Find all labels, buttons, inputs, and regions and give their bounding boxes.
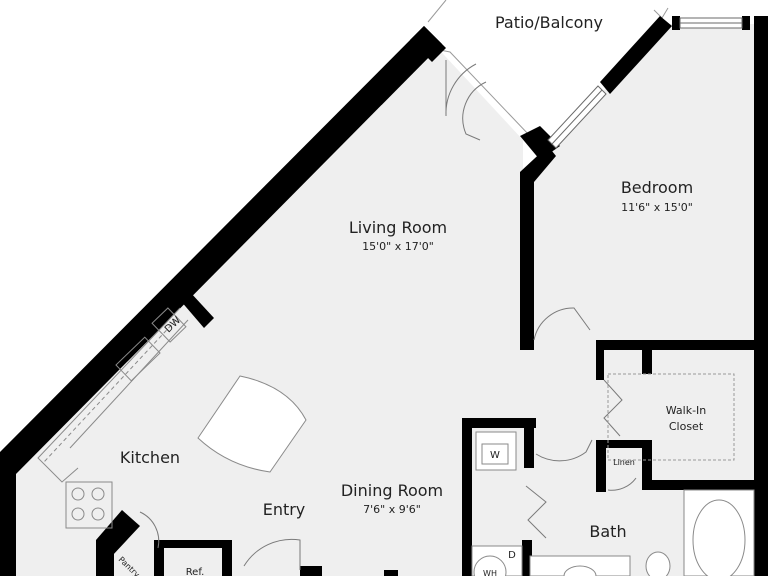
entry-label: Entry (263, 500, 306, 519)
door-pantry (139, 511, 160, 549)
wall-patio-top (410, 26, 446, 62)
fridge-label: Ref. (186, 567, 205, 576)
wall-closet-top (596, 340, 768, 350)
wall-bedroom-top-right (672, 16, 680, 30)
walls (0, 16, 768, 576)
living-room-label: Living Room (349, 218, 447, 237)
wall-pantry (96, 540, 114, 576)
wall-diagonal-west (0, 26, 442, 476)
door-bedroom (533, 307, 591, 341)
door-patio (445, 60, 477, 117)
door-closet (603, 379, 623, 437)
doors (139, 60, 637, 570)
wall-kitchen-partition (180, 292, 214, 328)
closet-label-2: Closet (669, 420, 704, 433)
wall-linen-west (596, 440, 606, 492)
dryer-label: D (508, 550, 516, 561)
dining-room-size: 7'6" x 9'6" (363, 503, 421, 516)
wall-west-lower (0, 462, 16, 576)
wall-bedroom-top (600, 16, 672, 94)
wall-ref-left (154, 540, 164, 576)
door-bath (535, 439, 593, 462)
wall-closet-bottom (644, 480, 768, 490)
wall-east (754, 16, 768, 576)
wall-laundry-west (462, 418, 472, 576)
wall-ref-right (222, 540, 232, 576)
wall-laundry-east-low (522, 540, 532, 576)
wall-laundry-east (524, 418, 534, 468)
door-laundry (525, 485, 547, 539)
wall-closet-mid (642, 340, 652, 374)
door-linen (607, 477, 637, 491)
bath-label: Bath (589, 522, 626, 541)
bedroom-floor (523, 24, 760, 345)
wall-bedroom-west (520, 172, 534, 350)
living-room-size: 15'0" x 17'0" (362, 240, 434, 253)
washer-label: W (490, 450, 500, 461)
kitchen-sink (115, 336, 161, 382)
closet-label-1: Walk-In (666, 404, 707, 417)
wall-closet-west (596, 340, 604, 380)
wall-ref-top (160, 540, 230, 548)
windows (547, 17, 743, 149)
patio-label: Patio/Balcony (495, 13, 603, 32)
kitchen-label: Kitchen (120, 448, 180, 467)
dishwasher (151, 307, 187, 343)
bath-fixtures (471, 431, 755, 576)
toilet (645, 551, 671, 576)
wall-bedroom-top-end (742, 16, 750, 30)
kitchen-island (197, 375, 307, 473)
water-heater (473, 555, 507, 576)
bedroom-size: 11'6" x 15'0" (621, 201, 693, 214)
labels: Patio/Balcony Bedroom 11'6" x 15'0" Livi… (117, 13, 707, 576)
wall-linen-east (642, 440, 652, 490)
wall-linen-top (596, 440, 652, 448)
water-heater-label: WH (483, 569, 497, 576)
kitchen-counters (37, 307, 189, 529)
stove (65, 481, 113, 529)
bedroom-label: Bedroom (621, 178, 693, 197)
wall-laundry-top (462, 418, 536, 428)
dining-room-label: Dining Room (341, 481, 443, 500)
linen-label: Linen (613, 458, 635, 467)
closet-shelf (607, 373, 735, 461)
wall-entry-far (384, 570, 398, 576)
wall-entry-right (300, 566, 322, 576)
door-entry (243, 538, 301, 570)
